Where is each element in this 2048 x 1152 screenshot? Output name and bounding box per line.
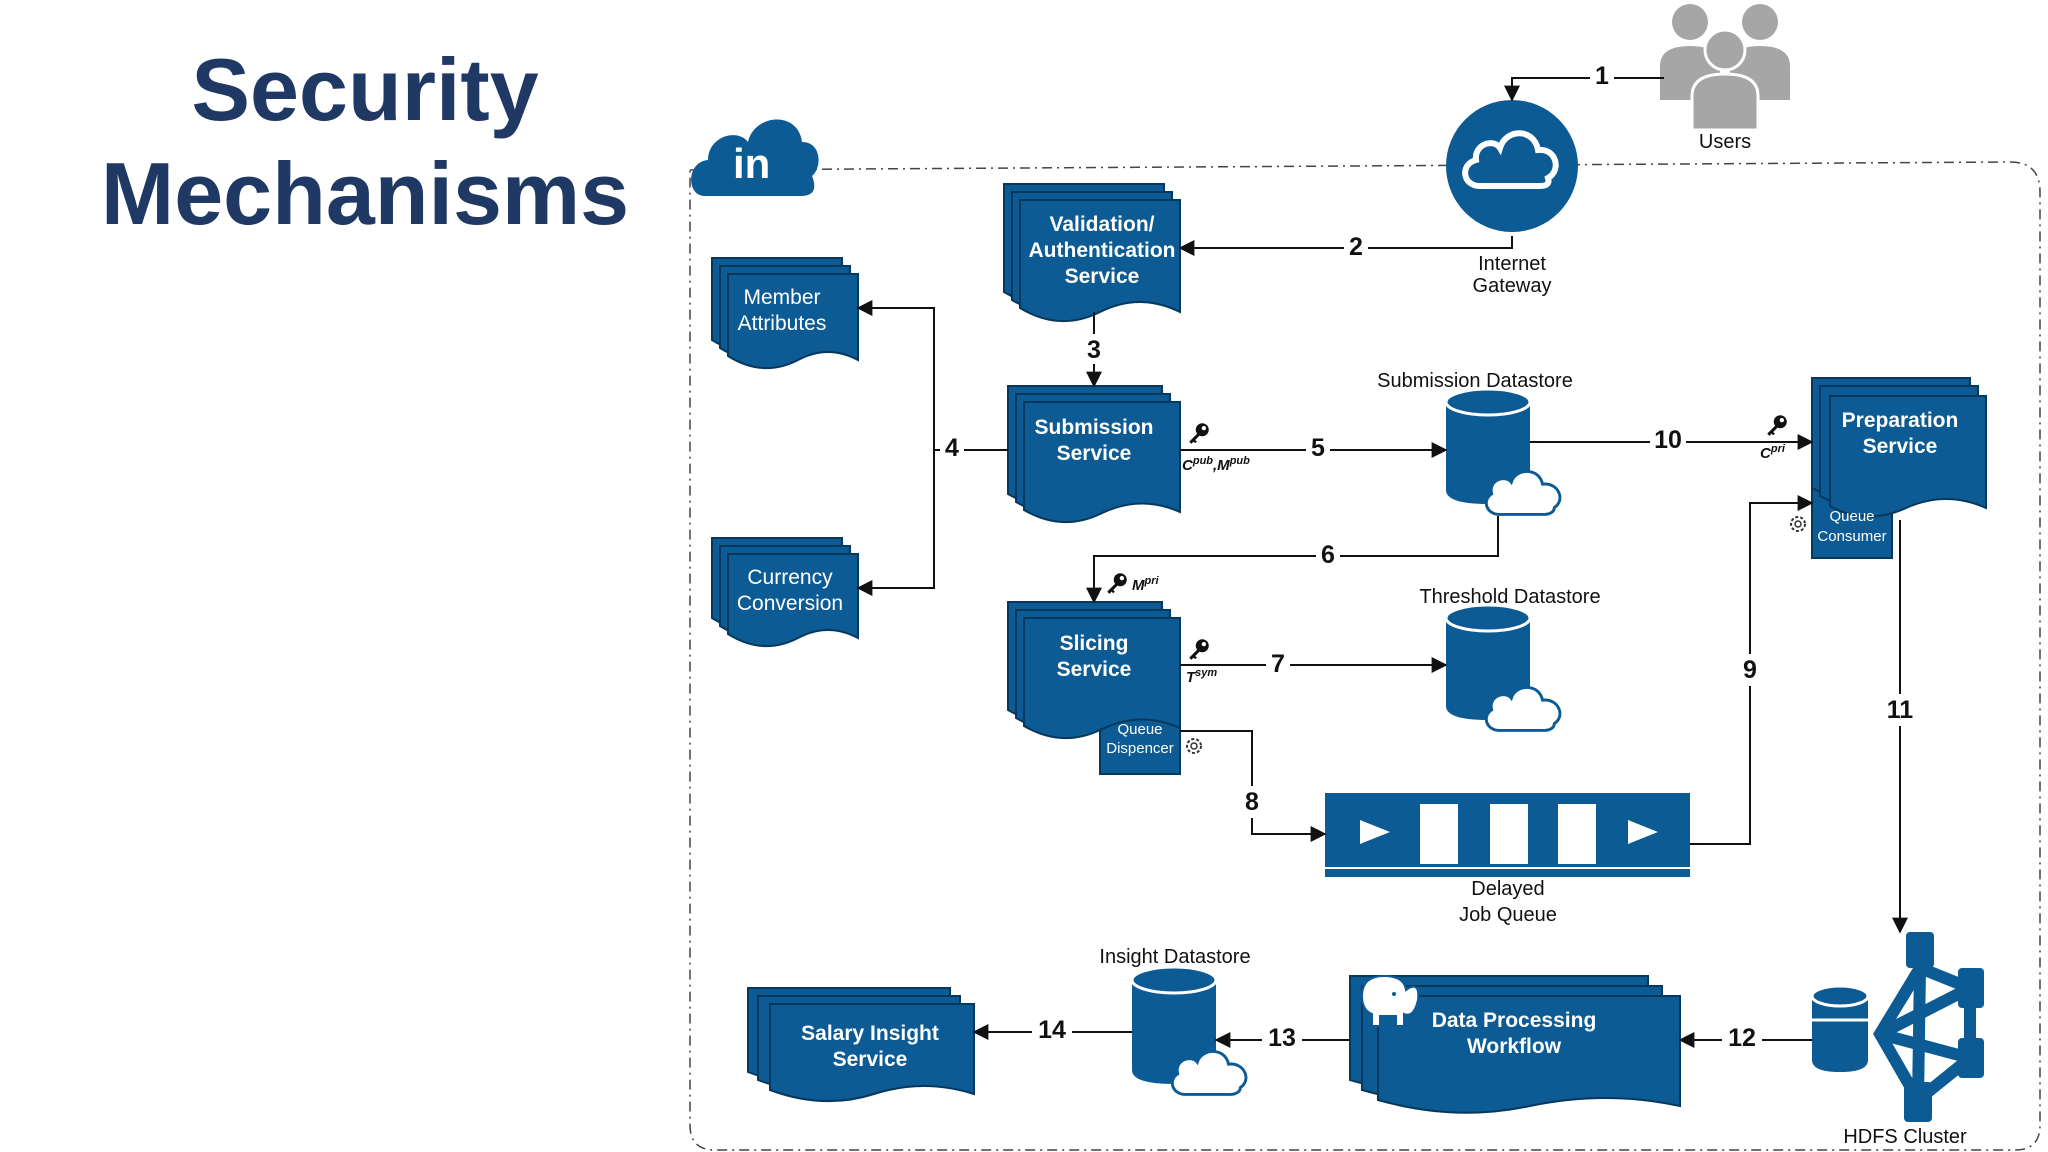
submission-ds-label: Submission Datastore	[1377, 370, 1573, 392]
insight-ds-label: Insight Datastore	[1099, 946, 1250, 968]
threshold-ds-label: Threshold Datastore	[1419, 586, 1600, 608]
svg-text:in: in	[733, 140, 770, 187]
arrow-4-currency	[856, 450, 935, 596]
threshold-datastore[interactable]	[1444, 603, 1562, 732]
step-4: 4	[945, 434, 959, 462]
dataproc-label-1: Data Processing	[1432, 1009, 1597, 1032]
step-7: 7	[1271, 650, 1285, 678]
preparation-label-2: Service	[1863, 435, 1938, 458]
step-2: 2	[1349, 233, 1363, 261]
step-10: 10	[1654, 426, 1682, 454]
member-label-1: Member	[743, 286, 820, 309]
submission-label-2: Service	[1057, 442, 1132, 465]
title-line-1: Security	[191, 40, 539, 139]
key-icon	[1189, 423, 1209, 444]
key-icon	[1107, 573, 1127, 594]
slicing-service[interactable]: Slicing Service Queue Dispencer	[1007, 601, 1181, 775]
salary-insight-service[interactable]: Salary Insight Service	[747, 987, 975, 1103]
arrow-2	[1178, 236, 1513, 256]
currency-label-1: Currency	[747, 566, 833, 589]
submission-service[interactable]: Submission Service	[1007, 385, 1181, 523]
key-icon	[1767, 415, 1787, 436]
submission-datastore[interactable]	[1444, 387, 1562, 516]
validation-label-1: Validation/	[1049, 213, 1154, 236]
queue-dispencer-label-1: Queue	[1117, 721, 1162, 738]
member-attributes[interactable]: Member Attributes	[711, 257, 859, 370]
delayed-queue-label-2: Job Queue	[1459, 904, 1557, 926]
queue-consumer-label-1: Queue	[1829, 508, 1874, 525]
currency-conversion[interactable]: Currency Conversion	[711, 537, 859, 648]
delayed-queue-label-1: Delayed	[1471, 878, 1544, 900]
key-cpri: Cpri	[1760, 443, 1786, 462]
key-mpri: Mpri	[1132, 575, 1160, 594]
salary-label-2: Service	[833, 1048, 908, 1071]
gateway-cloud-icon	[1446, 100, 1578, 232]
dataproc-label-2: Workflow	[1467, 1035, 1562, 1058]
step-8: 8	[1245, 788, 1259, 816]
step-9: 9	[1743, 656, 1757, 684]
step-labels: 1 2 3 4 5 6 7 8 9 10 11 12 13 14	[940, 60, 1920, 1054]
data-processing-workflow[interactable]: Data Processing Workflow	[1349, 975, 1681, 1114]
step-5: 5	[1311, 434, 1325, 462]
title-line-2: Mechanisms	[100, 144, 630, 243]
preparation-label-1: Preparation	[1842, 409, 1959, 432]
gateway-label-2: Gateway	[1473, 275, 1552, 297]
users-group-icon	[1660, 4, 1790, 132]
hdfs-cluster[interactable]	[1810, 932, 1984, 1122]
preparation-service[interactable]: Preparation Service Queue Consumer	[1811, 377, 1987, 559]
queue-consumer-label-2: Consumer	[1817, 528, 1886, 545]
validation-service[interactable]: Validation/ Authentication Service	[1003, 183, 1181, 322]
gear-icon	[1790, 516, 1806, 532]
step-6: 6	[1321, 541, 1335, 569]
users-label: Users	[1699, 131, 1751, 153]
step-13: 13	[1268, 1024, 1296, 1052]
key-icon	[1189, 639, 1209, 660]
step-3: 3	[1087, 336, 1101, 364]
validation-label-2: Authentication	[1029, 239, 1176, 262]
insight-datastore[interactable]	[1130, 965, 1248, 1096]
gear-icon	[1186, 738, 1202, 754]
step-1: 1	[1595, 62, 1609, 90]
validation-label-3: Service	[1065, 265, 1140, 288]
arrow-4-member	[856, 300, 935, 450]
linkedin-cloud-icon: in	[691, 119, 819, 196]
key-tsym: Tsym	[1186, 667, 1217, 686]
step-11: 11	[1887, 696, 1914, 724]
elephant-icon	[1360, 974, 1420, 1027]
slide-title: Security Mechanisms	[60, 38, 670, 246]
currency-label-2: Conversion	[737, 592, 843, 615]
step-14: 14	[1038, 1016, 1066, 1044]
member-label-2: Attributes	[738, 312, 827, 335]
arrow-6	[1086, 516, 1499, 604]
key-cpub-mpub: Cpub,Mpub	[1182, 455, 1250, 474]
hdfs-label: HDFS Cluster	[1843, 1126, 1967, 1148]
gateway-label-1: Internet	[1478, 253, 1546, 275]
submission-label-1: Submission	[1034, 416, 1153, 439]
boundary-dashed	[689, 161, 2041, 1151]
step-12: 12	[1728, 1024, 1756, 1052]
arrow-8	[1180, 730, 1327, 842]
queue-dispencer-label-2: Dispencer	[1106, 740, 1174, 757]
slicing-label-1: Slicing	[1060, 632, 1129, 655]
slicing-label-2: Service	[1057, 658, 1132, 681]
salary-label-1: Salary Insight	[801, 1022, 939, 1045]
arrow-1	[1504, 77, 1664, 102]
delayed-job-queue[interactable]	[1325, 793, 1690, 877]
